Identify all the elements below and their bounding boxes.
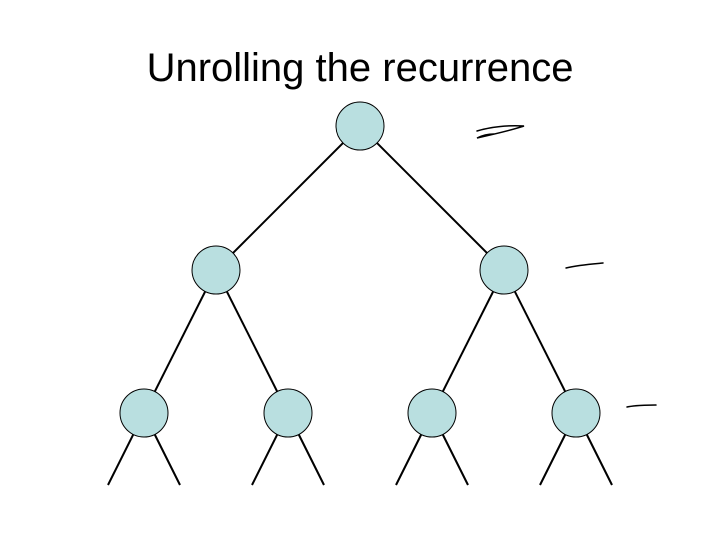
edge-l1-left-b (215, 269, 289, 414)
tree-node-l2-2 (263, 388, 313, 438)
ink-mark-level-2 (626, 404, 657, 408)
tree-node-l2-3 (407, 388, 457, 438)
edge-l1-right-a (431, 269, 505, 414)
tree-node-root (335, 101, 385, 151)
slide-title: Unrolling the recurrence (146, 46, 574, 90)
tree-node-l2-4 (551, 388, 601, 438)
tree-node-l1-right (479, 245, 529, 295)
edge-root-right (359, 125, 505, 271)
ink-mark-level-0 (476, 125, 525, 139)
edge-l1-right-b (503, 269, 577, 414)
ink-mark-level-1 (565, 262, 604, 269)
edge-root-left (215, 125, 361, 271)
edge-l1-left-a (143, 269, 217, 414)
tree-node-l1-left (191, 245, 241, 295)
tree-node-l2-1 (119, 388, 169, 438)
